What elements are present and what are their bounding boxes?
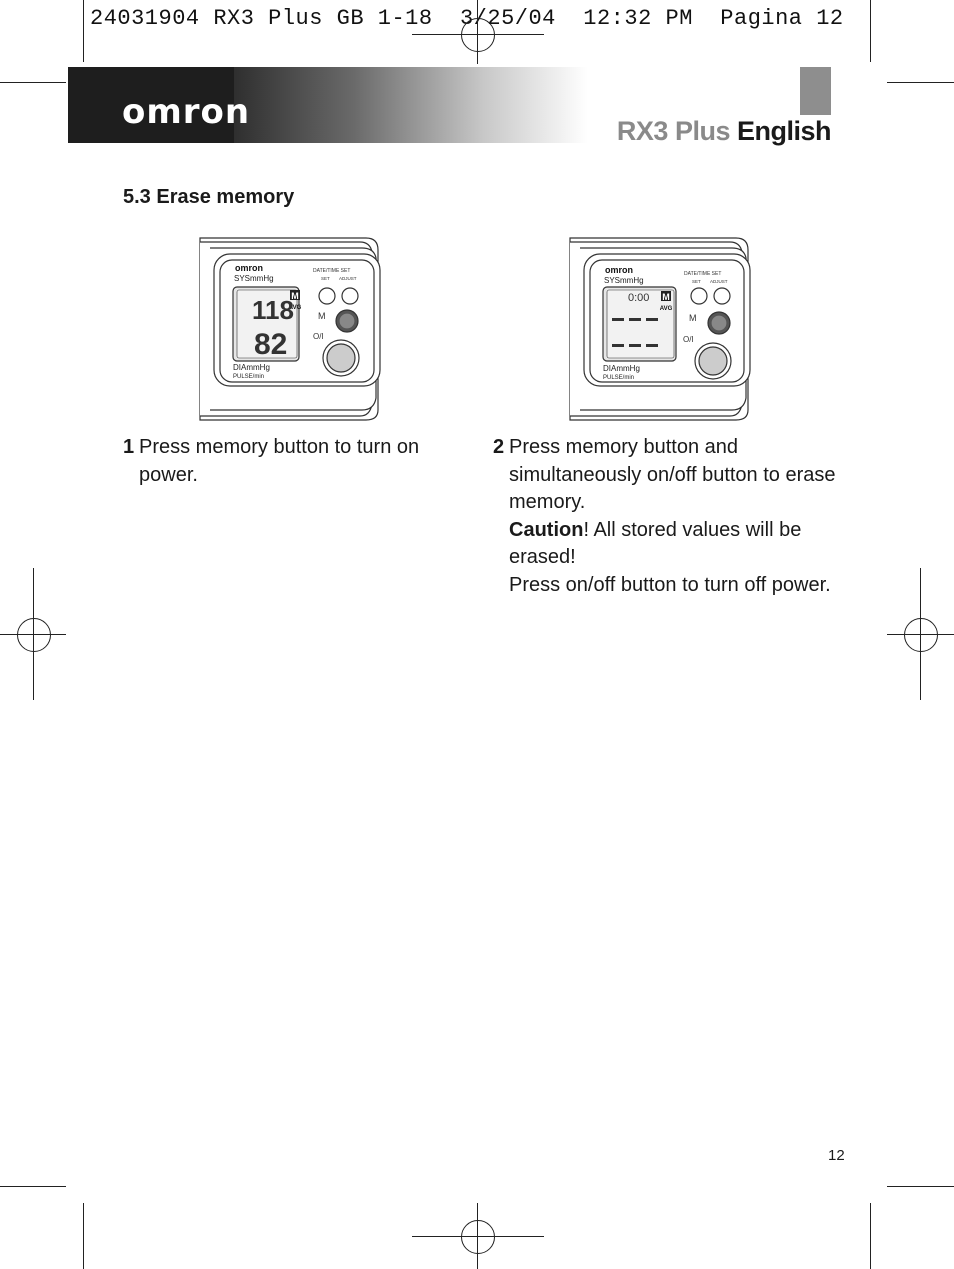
caution-text: ! All stored values will be erased! bbox=[509, 518, 802, 569]
step-instruction-final: Press on/off button to turn off power. bbox=[509, 573, 831, 596]
caution-label: Caution bbox=[509, 518, 584, 541]
step-2: 2 Press memory button and simultaneously… bbox=[493, 434, 848, 599]
device-logo: omron bbox=[605, 265, 633, 275]
device-illustration-step-2: M AVG 0:00 omron SYSmmHg DATE/TIME SET S… bbox=[569, 237, 751, 421]
model-name: RX3 Plus bbox=[616, 116, 731, 146]
avg-indicator: AVG bbox=[660, 306, 673, 312]
memory-indicator: M bbox=[662, 292, 670, 302]
step-1: 1 Press memory button to turn on power. bbox=[123, 434, 453, 489]
lcd-time-value: 0:00 bbox=[628, 292, 649, 304]
dia-label: DIAmmHg bbox=[603, 364, 640, 373]
m-button-label: M bbox=[689, 313, 697, 323]
step-number: 2 bbox=[493, 436, 505, 458]
set-label: SET bbox=[321, 276, 330, 281]
lcd-sys-value: 118 bbox=[252, 295, 294, 325]
print-slug: 24031904 RX3 Plus GB 1-18 3/25/04 12:32 … bbox=[90, 6, 844, 31]
datetime-label: DATE/TIME SET bbox=[684, 271, 721, 277]
sys-label: SYSmmHg bbox=[604, 276, 644, 285]
adjust-label: ADJUST bbox=[339, 276, 357, 281]
step-text: Press memory button and simultaneously o… bbox=[509, 434, 848, 599]
section-tab-marker bbox=[800, 67, 831, 115]
dia-label: DIAmmHg bbox=[233, 363, 270, 372]
header-banner-dark bbox=[68, 67, 234, 143]
device-logo: omron bbox=[235, 263, 263, 273]
step-caution: Caution! All stored values will be erase… bbox=[509, 517, 848, 572]
page-number: 12 bbox=[828, 1147, 845, 1164]
brand-logo: omron bbox=[122, 92, 251, 132]
avg-indicator: AVG bbox=[289, 305, 302, 311]
datetime-label: DATE/TIME SET bbox=[313, 268, 350, 274]
device-illustration-step-1: M AVG omron SYSmmHg DATE/TIME SET SET AD… bbox=[199, 237, 381, 421]
power-button-label: O/I bbox=[683, 335, 694, 344]
section-title: 5.3 Erase memory bbox=[123, 186, 295, 208]
set-label: SET bbox=[692, 279, 701, 284]
power-button-label: O/I bbox=[313, 332, 324, 341]
step-instruction: Press memory button and simultaneously o… bbox=[509, 436, 836, 513]
memory-indicator-bg bbox=[661, 291, 671, 301]
model-title: RX3 Plus English bbox=[616, 116, 832, 147]
step-number: 1 bbox=[123, 436, 135, 458]
step-text: Press memory button to turn on power. bbox=[139, 436, 420, 486]
memory-indicator-bg bbox=[290, 290, 300, 300]
memory-indicator: M bbox=[291, 291, 299, 301]
lcd-dashes bbox=[612, 318, 658, 347]
pulse-label: PULSE/min bbox=[603, 375, 634, 381]
pulse-label: PULSE/min bbox=[233, 374, 264, 380]
m-button-label: M bbox=[318, 311, 326, 321]
adjust-label: ADJUST bbox=[710, 279, 728, 284]
model-language: English bbox=[736, 116, 832, 146]
lcd-dia-value: 82 bbox=[254, 328, 287, 361]
sys-label: SYSmmHg bbox=[234, 274, 274, 283]
